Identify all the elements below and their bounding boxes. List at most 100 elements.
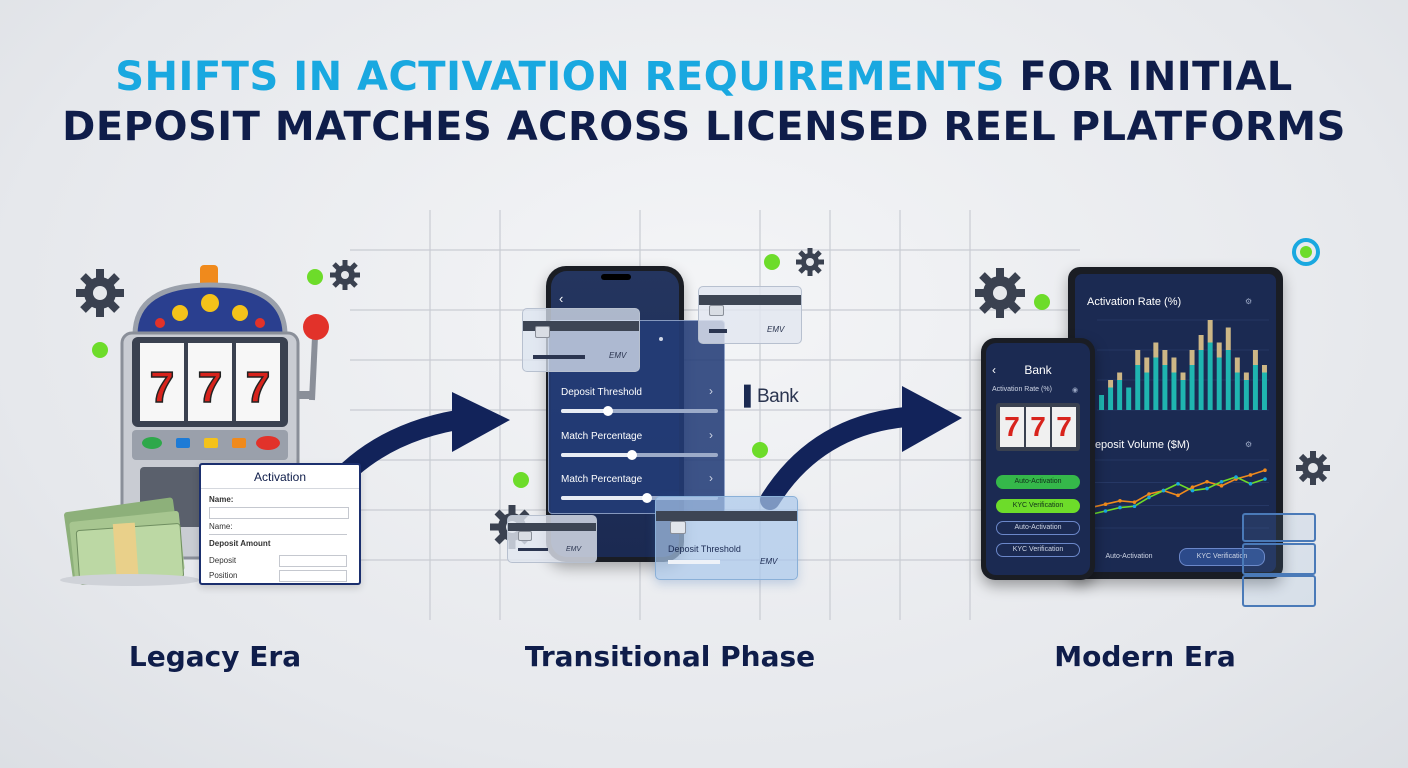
title-accent-a: SHIFTS IN (115, 54, 357, 100)
tab-auto-activation[interactable]: Auto-Activation (1105, 553, 1153, 560)
deposit-point (1190, 488, 1195, 493)
deposit-point (1176, 493, 1180, 498)
slider-label: Match Percentage (561, 431, 643, 442)
activation-bar (1225, 350, 1231, 410)
activation-bar-top (1207, 320, 1213, 343)
phone-subtitle: Activation Rate (%) (992, 386, 1052, 393)
chevron-right-icon[interactable]: › (709, 384, 713, 398)
slider-handle[interactable] (626, 450, 637, 460)
activation-bar-top (1153, 342, 1159, 358)
slot-machine-illustration: 7 7 7 (60, 260, 360, 586)
deposit-series-line (1090, 469, 1266, 509)
deposit-point (1132, 504, 1137, 509)
settings-icon[interactable]: ⚙ (1245, 440, 1253, 449)
era-label-transitional: Transitional Phase (524, 640, 816, 673)
gear-icon (1296, 451, 1330, 485)
progression-arrow-2 (760, 386, 962, 510)
card-chip-icon (535, 326, 550, 338)
deposit-point (1147, 492, 1151, 496)
activation-bar (1126, 387, 1132, 410)
cash-stack-icon (60, 497, 200, 586)
activation-bar (1135, 365, 1141, 410)
reel-symbol: 7 (1052, 407, 1076, 447)
back-chevron-icon[interactable]: ‹ (559, 291, 564, 306)
deposit-threshold-slider[interactable] (561, 406, 718, 416)
kyc-verification-button[interactable]: KYC Verification (996, 499, 1080, 513)
activation-form: Activation Name: Name: Deposit Amount De… (199, 463, 361, 585)
deposit-point (1161, 488, 1166, 493)
form-title: Activation (201, 465, 359, 489)
activation-bar (1189, 365, 1195, 410)
deposit-point (1147, 495, 1151, 500)
deposit-point (1190, 485, 1195, 489)
activation-bar (1153, 357, 1159, 410)
floating-frame (1242, 575, 1316, 607)
form-name-input[interactable] (209, 507, 349, 519)
card-brand: EMV (609, 351, 627, 360)
deposit-point (1176, 482, 1180, 486)
activation-bar (1144, 372, 1150, 410)
page-title: SHIFTS IN ACTIVATION REQUIREMENTS FOR IN… (0, 52, 1408, 152)
activation-bar (1180, 380, 1186, 410)
match-percentage-slider-2[interactable] (561, 493, 718, 503)
match-percentage-slider[interactable] (561, 450, 718, 460)
slider-handle[interactable] (603, 406, 614, 416)
auto-activation-button[interactable]: Auto-Activation (996, 475, 1080, 489)
card-chip-icon (518, 531, 532, 541)
activation-bar (1234, 372, 1240, 410)
deposit-point (1219, 484, 1224, 488)
form-deposit-input[interactable] (279, 555, 347, 567)
deposit-point (1263, 477, 1267, 481)
back-chevron-icon[interactable]: ‹ (992, 363, 996, 377)
reel-symbol: 7 (198, 363, 222, 412)
deposit-point (1234, 475, 1238, 479)
activation-bar (1252, 365, 1258, 410)
floating-frame (1242, 543, 1316, 575)
deposit-point (1205, 479, 1209, 484)
slider-label: Deposit Threshold (561, 387, 642, 398)
form-field-label: Name: (209, 522, 233, 531)
modern-phone-screen: ‹ Bank Activation Rate (%) ◉ 7 7 7 Auto-… (986, 343, 1090, 575)
settings-icon[interactable]: ⚙ (1245, 297, 1253, 306)
activation-bar (1162, 365, 1168, 410)
eye-icon[interactable]: ◉ (1072, 387, 1079, 394)
title-accent-b: ACTIVATION REQUIREMENTS (356, 54, 1005, 100)
form-field-label: Position (209, 571, 238, 580)
card-label: Deposit Threshold (668, 544, 741, 554)
activation-bar-top (1243, 372, 1249, 380)
deposit-volume-chart (1089, 459, 1269, 529)
activation-bar-top (1162, 350, 1168, 365)
deposit-threshold-card: Deposit Threshold EMV (655, 496, 798, 580)
bank-name: Bank (756, 386, 799, 407)
form-field-label: Deposit Amount (209, 539, 271, 548)
activation-bar-top (1144, 357, 1150, 373)
activation-bar-top (1189, 350, 1195, 365)
activation-bar-top (1216, 342, 1222, 358)
form-position-input[interactable] (279, 570, 347, 582)
activation-bar (1243, 380, 1249, 410)
activation-bar (1108, 387, 1114, 410)
mini-slot-reels: 7 7 7 (996, 403, 1080, 451)
gear-icon (76, 269, 124, 317)
reel-symbol: 7 (1026, 407, 1050, 447)
activation-bar-top (1180, 372, 1186, 380)
activation-bar (1207, 342, 1213, 410)
deposit-point (1219, 479, 1224, 484)
deposit-point (1103, 509, 1108, 513)
activation-bar-top (1261, 365, 1267, 373)
chevron-right-icon[interactable]: › (709, 428, 713, 442)
activation-bar (1198, 350, 1204, 410)
chevron-right-icon[interactable]: › (709, 471, 713, 485)
auto-activation-option[interactable]: Auto-Activation (996, 521, 1080, 535)
slider-handle[interactable] (642, 493, 653, 503)
deposit-point (1248, 473, 1253, 477)
floating-card: EMV (522, 308, 640, 372)
modern-tablet: Activation Rate (%) ⚙ Deposit Volume ($M… (1068, 267, 1283, 579)
form-field-label: Deposit (209, 556, 237, 565)
activation-bar (1117, 380, 1123, 410)
deposit-point (1118, 499, 1122, 503)
reel-symbol: 7 (246, 363, 270, 412)
activation-bar-top (1108, 380, 1114, 388)
activation-bar-top (1198, 335, 1204, 350)
kyc-verification-option[interactable]: KYC Verification (996, 543, 1080, 557)
